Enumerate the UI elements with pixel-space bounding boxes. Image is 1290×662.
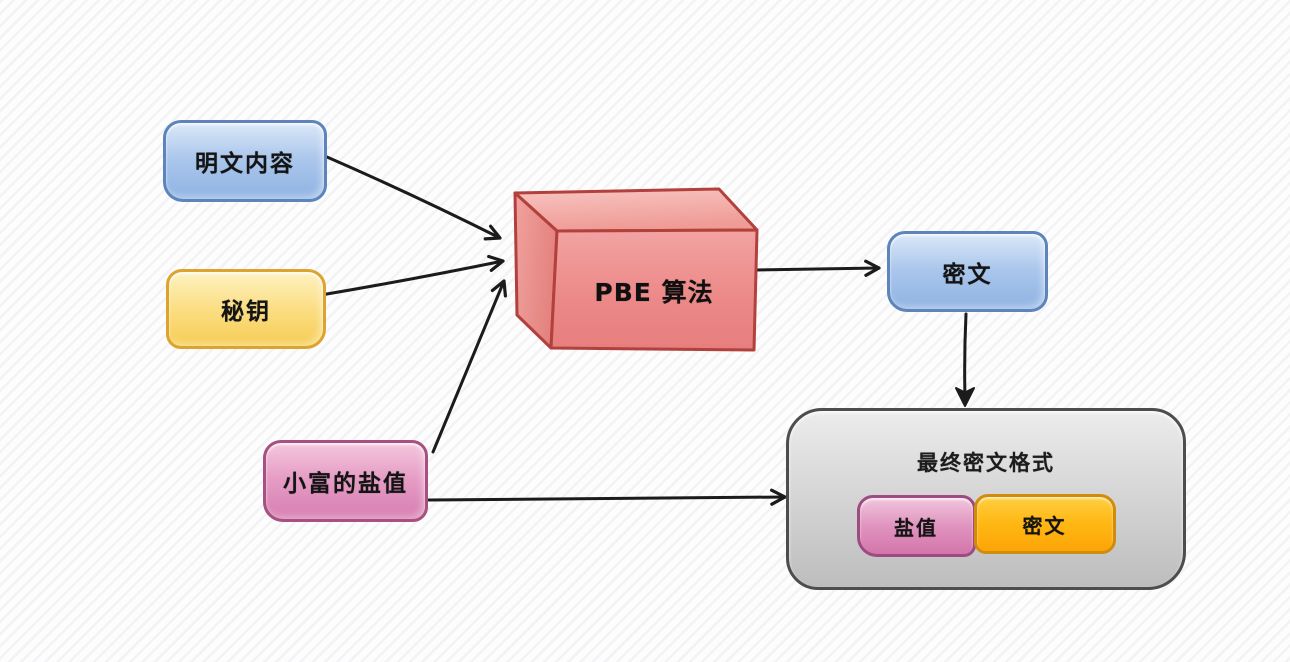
- edge-pbe-to-ciphertext: [755, 259, 881, 277]
- edge-key-to-pbe: [319, 254, 505, 297]
- edge-pbe-to-ciphertext-line: [755, 266, 881, 272]
- final-format-cipher-label: 密文: [1022, 513, 1067, 538]
- node-pbe-3d-box: [513, 187, 759, 352]
- final-format-title: 最终密文格式: [917, 451, 1055, 475]
- edge-salt-to-final: [427, 488, 787, 506]
- pbe-front-face: [549, 228, 759, 352]
- node-salt: 小富的盐值: [263, 440, 428, 522]
- edge-salt-to-pbe-line: [431, 279, 506, 454]
- edge-plaintext-to-pbe-line: [325, 155, 502, 240]
- edge-ciphertext-to-final: [955, 312, 975, 407]
- node-salt-label: 小富的盐值: [283, 471, 408, 497]
- node-plaintext: 明文内容: [163, 120, 327, 202]
- node-plaintext-label: 明文内容: [195, 151, 295, 177]
- final-format-cipher-part: 密文: [973, 494, 1116, 554]
- edge-pbe-to-ciphertext-arrowhead-icon: [864, 259, 881, 277]
- edge-salt-to-final-arrowhead-icon: [770, 488, 787, 506]
- edge-plaintext-to-pbe: [325, 155, 502, 241]
- edge-ciphertext-to-final-line: [963, 312, 968, 400]
- final-format-salt-label: 盐值: [894, 515, 938, 540]
- final-format-salt-part: 盐值: [856, 495, 976, 557]
- final-format-parts: 盐值 密文: [856, 494, 1116, 557]
- node-ciphertext: 密文: [887, 231, 1048, 312]
- node-pbe-label: PBE 算法: [594, 277, 714, 307]
- edge-ciphertext-to-final-arrowhead-icon: [955, 387, 975, 407]
- node-final-format: 最终密文格式 盐值 密文: [786, 408, 1186, 590]
- node-ciphertext-label: 密文: [942, 261, 993, 288]
- edge-salt-to-final-line: [427, 495, 787, 502]
- edge-key-to-pbe-line: [319, 259, 505, 297]
- edge-salt-to-pbe: [431, 279, 507, 454]
- node-key-label: 秘钥: [221, 299, 271, 325]
- node-key: 秘钥: [166, 269, 326, 349]
